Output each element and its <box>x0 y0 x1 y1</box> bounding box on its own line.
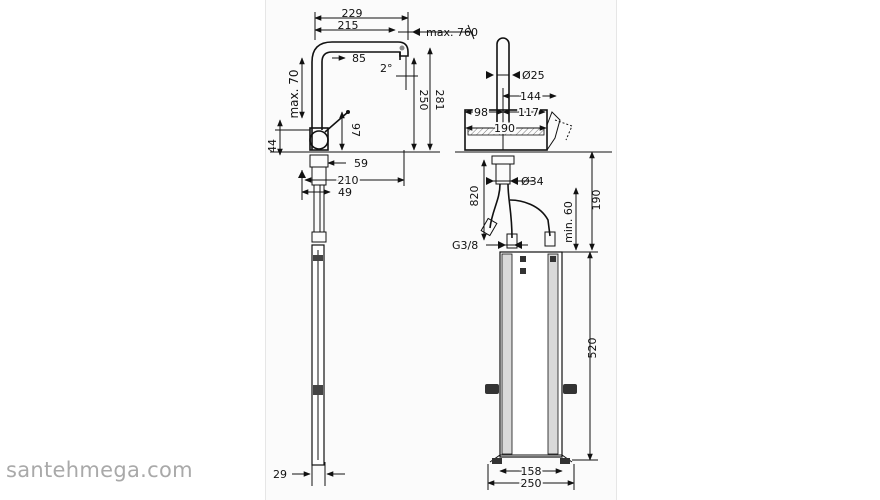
dim-215: 215 <box>338 19 359 32</box>
shank <box>311 166 327 186</box>
bracket-left <box>485 384 499 394</box>
dim-angle: 2° <box>380 62 393 75</box>
dim-820: 820 <box>468 186 481 207</box>
dim-158: 158 <box>521 465 542 478</box>
dim-min-60: min. 60 <box>562 201 575 243</box>
dim-49: 49 <box>338 186 352 199</box>
dim-250: 250 <box>417 90 430 111</box>
lever-handle <box>324 111 349 133</box>
dim-max-70: max. 70 <box>287 69 301 118</box>
dim-dia-34: Ø34 <box>521 175 544 188</box>
hose-left <box>489 183 501 229</box>
dim-97: 97 <box>349 123 362 137</box>
dim-190-height: 190 <box>590 190 603 211</box>
dim-98: 98 <box>474 106 488 119</box>
dim-520: 520 <box>586 338 599 359</box>
hose-connector <box>311 231 327 243</box>
dim-190-width: 190 <box>494 122 515 135</box>
dim-250-bottom: 250 <box>521 477 542 490</box>
dim-44: 44 <box>266 139 279 153</box>
front-nut <box>491 155 515 165</box>
dim-29: 29 <box>273 468 287 481</box>
dim-117: 117 <box>518 106 539 119</box>
lever-front <box>546 111 561 151</box>
lever-hub <box>309 130 329 150</box>
front-shank <box>495 163 511 185</box>
dim-281: 281 <box>433 90 446 111</box>
faucet-spout <box>311 41 409 150</box>
dim-max-760: max. 760 <box>426 26 478 39</box>
bracket-right <box>563 384 577 394</box>
thread-g38: G3/8 <box>452 239 478 252</box>
spray-nozzle <box>399 45 405 51</box>
side-view: 229 215 max. 760 85 2° 250 281 max. 70 <box>266 7 478 486</box>
dim-144: 144 <box>520 90 541 103</box>
dim-59: 59 <box>354 157 368 170</box>
dim-210: 210 <box>338 174 359 187</box>
watermark: santehmega.com <box>6 458 193 482</box>
mounting-nut <box>309 154 329 168</box>
dim-dia-25: Ø25 <box>522 69 545 82</box>
weight-housing <box>485 251 577 464</box>
dim-229: 229 <box>342 7 363 20</box>
dim-85: 85 <box>352 52 366 65</box>
hose-middle <box>507 183 513 239</box>
hose-right <box>509 199 551 237</box>
front-view: Ø25 144 98 117 190 Ø34 <box>452 37 612 492</box>
